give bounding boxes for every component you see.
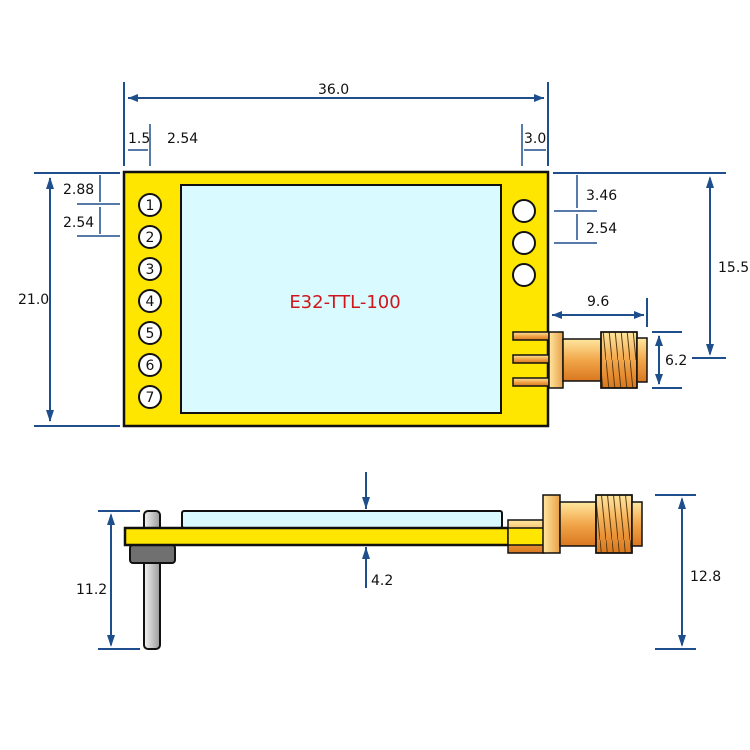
side-view: 11.2 4.2 12.8: [76, 472, 721, 650]
svg-text:2.54: 2.54: [586, 221, 617, 237]
dimension-antenna-diameter: 6.2: [652, 331, 687, 389]
pin-header: 1 2 3 4 5 6 7: [138, 193, 162, 409]
dimension-top-to-pin1: 2.88 2.54: [63, 175, 120, 237]
sma-connector-top: [512, 331, 648, 389]
dimension-top-to-antenna: 15.5: [553, 172, 749, 359]
svg-text:9.6: 9.6: [587, 294, 609, 310]
rf-shield: [180, 184, 502, 414]
svg-text:2.54: 2.54: [63, 215, 94, 231]
pin-label: 1: [146, 198, 155, 214]
dimension-overall-height: 21.0: [18, 172, 120, 427]
pin-label: 4: [146, 294, 155, 310]
right-holes: [512, 199, 536, 287]
pin-label: 7: [146, 390, 155, 406]
dimension-top-to-hole1: 3.46 2.54: [554, 175, 617, 244]
svg-text:15.5: 15.5: [718, 260, 749, 276]
hole: [512, 263, 536, 287]
pin-label: 6: [146, 358, 155, 374]
svg-text:11.2: 11.2: [76, 582, 107, 598]
dimension-pin-length: 11.2: [76, 510, 140, 650]
pin-label: 3: [146, 262, 155, 278]
shield-side: [181, 510, 503, 529]
dimension-left-offset: 1.5 2.54: [128, 124, 198, 166]
sma-connector-side: [507, 494, 643, 554]
svg-text:2.88: 2.88: [63, 182, 94, 198]
hole: [512, 199, 536, 223]
pin-spacer: [129, 544, 176, 564]
pin-label: 5: [146, 326, 155, 342]
svg-text:4.2: 4.2: [371, 573, 393, 589]
svg-text:6.2: 6.2: [665, 353, 687, 369]
dimension-overall-width: 36.0: [123, 82, 549, 166]
svg-text:36.0: 36.0: [318, 82, 349, 98]
svg-text:2.54: 2.54: [167, 131, 198, 147]
svg-text:12.8: 12.8: [690, 569, 721, 585]
dimension-board-thickness: 4.2: [362, 472, 393, 589]
hole: [512, 231, 536, 255]
dimension-antenna-height: 12.8: [655, 494, 721, 650]
module-title: E32-TTL-100: [289, 292, 400, 313]
top-view: E32-TTL-100 1 2 3 4 5 6 7: [18, 82, 749, 428]
pin-label: 2: [146, 230, 155, 246]
svg-text:3.0: 3.0: [524, 131, 546, 147]
svg-text:3.46: 3.46: [586, 188, 617, 204]
pcb-side: [123, 526, 552, 547]
svg-text:1.5: 1.5: [128, 131, 150, 147]
dimension-antenna-length: 9.6: [552, 294, 648, 327]
svg-text:21.0: 21.0: [18, 292, 49, 308]
dimension-right-offset: 3.0: [521, 124, 546, 166]
